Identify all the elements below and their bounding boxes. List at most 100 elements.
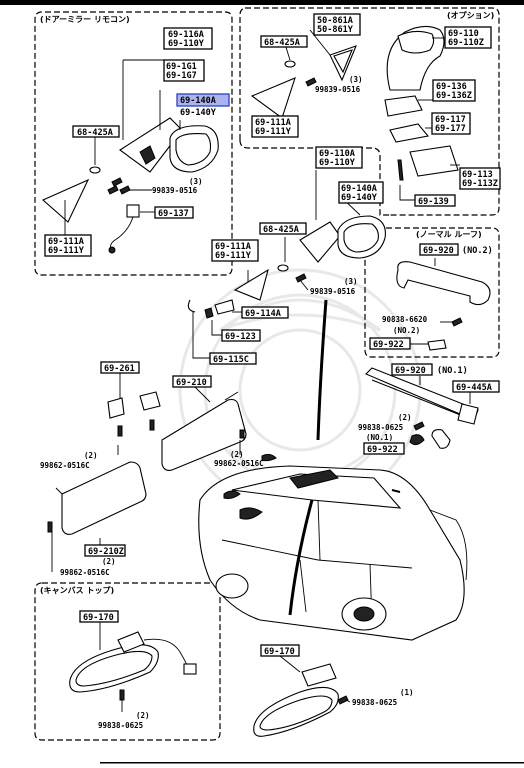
- label-69-445A: 69-445A: [452, 380, 500, 393]
- header-option: (オプション): [447, 10, 494, 20]
- screws-remote: [107, 177, 131, 195]
- label-69-170-standard: 69-170: [260, 644, 300, 657]
- mirror-base-triangle-option: [250, 77, 296, 119]
- pointer-line-upper: [316, 299, 328, 441]
- qty-visor-screw-bottom: (2): [102, 557, 116, 566]
- svg-text:69-140Y: 69-140Y: [180, 108, 217, 118]
- qty-remote-screw: (3): [189, 177, 203, 186]
- screw-90838-6620: 90838-6620: [382, 315, 428, 324]
- note-no2: (NO.2): [393, 326, 420, 335]
- svg-text:69-922: 69-922: [367, 445, 398, 455]
- svg-text:69-170: 69-170: [264, 647, 295, 657]
- car-body: [198, 434, 468, 641]
- qty-visor-screw-right: (2): [230, 450, 244, 459]
- svg-text:69-1G7: 69-1G7: [166, 71, 197, 81]
- svg-text:69-170: 69-170: [83, 613, 114, 623]
- label-69-1G1: 69-1G1 69-1G7: [163, 59, 205, 82]
- svg-text:69-137: 69-137: [158, 209, 189, 219]
- screw-99862-0516C-right: 99862-0516C: [214, 459, 264, 468]
- header-door-mirror-remote: (ドアーミラー リモコン): [40, 15, 130, 24]
- qty-visor-screw-left: (2): [84, 451, 98, 460]
- screw-99838-0625-grip: 99838-0625: [358, 423, 403, 432]
- label-69-140A-center: 69-140A 69-140Y: [338, 181, 384, 204]
- screw-99839-0516-remote: 99839-0516: [152, 186, 198, 195]
- mirror-cover-triangle-center: [233, 268, 269, 301]
- section-door-mirror-remote: [34, 11, 233, 276]
- grommet-option: [284, 60, 296, 68]
- mirror-assembly-remote: [119, 117, 219, 173]
- svg-text:69-110Y: 69-110Y: [319, 158, 356, 168]
- svg-text:69-445A: 69-445A: [456, 383, 492, 393]
- sun-visor-right: [161, 391, 247, 471]
- label-69-136: 69-136 69-136Z: [432, 79, 476, 102]
- screw-99838-0625-canvas: 99838-0625: [98, 721, 143, 730]
- label-69-111A-option: 69-111A 69-111Y: [251, 115, 299, 138]
- svg-text:69-1G1: 69-1G1: [166, 62, 197, 72]
- label-69-210Z: 69-210Z: [84, 544, 126, 557]
- svg-text:69-115C: 69-115C: [213, 355, 249, 365]
- screw-99838-0625-standard: 99838-0625: [352, 698, 397, 707]
- mirror-cover-triangle: [41, 178, 90, 223]
- screw-99862-0516C-left: 99862-0516C: [40, 461, 90, 470]
- svg-text:69-920: 69-920: [395, 366, 426, 376]
- assist-grip-no1: [365, 367, 479, 425]
- svg-text:69-261: 69-261: [104, 364, 135, 374]
- label-69-111A-remote: 69-111A 69-111Y: [44, 234, 92, 257]
- header-canvas-top: (キャンバス トップ): [40, 585, 114, 595]
- svg-text:(NO.1): (NO.1): [437, 366, 468, 376]
- remote-control-cable: [108, 204, 140, 254]
- inner-mirror-standard: [253, 663, 349, 737]
- svg-text:69-110A: 69-110A: [319, 149, 355, 159]
- option-bolt: [397, 159, 404, 181]
- visor-holder-right: [139, 391, 161, 431]
- screw-grip-no1: [413, 421, 425, 431]
- label-69-139: 69-139: [414, 194, 456, 207]
- svg-text:69-140A: 69-140A: [180, 96, 216, 106]
- svg-text:69-111A: 69-111A: [48, 237, 84, 247]
- screw-option: [305, 77, 317, 87]
- label-69-110-option: 69-110 69-110Z: [444, 26, 492, 49]
- mirror-cover-triangle-option: [329, 45, 357, 82]
- label-69-113: 69-113 69-113Z: [459, 167, 501, 190]
- option-mirror-body: [386, 25, 445, 91]
- svg-text:69-113Z: 69-113Z: [462, 179, 498, 189]
- svg-text:69-139: 69-139: [418, 197, 449, 207]
- svg-text:68-425A: 68-425A: [264, 38, 300, 48]
- qty-mirror-canvas-screw: (2): [136, 711, 150, 720]
- svg-text:68-425A: 68-425A: [77, 128, 113, 138]
- label-68-425A-center: 68-425A: [259, 222, 307, 235]
- bottom-rule: [100, 762, 524, 764]
- pointer-line-lower: [288, 499, 314, 616]
- svg-text:69-123: 69-123: [225, 332, 256, 342]
- screw-99839-0516-option: 99839-0516: [315, 85, 361, 94]
- svg-text:69-113: 69-113: [462, 170, 493, 180]
- svg-text:69-110Y: 69-110Y: [168, 39, 205, 49]
- clip-parts: [187, 299, 235, 319]
- label-69-140A-highlight[interactable]: 69-140A 69-140Y: [176, 93, 230, 118]
- option-plate: [409, 145, 459, 177]
- svg-text:69-110: 69-110: [448, 29, 479, 39]
- svg-text:69-177: 69-177: [435, 124, 466, 134]
- screw-99839-0516-center: 99839-0516: [310, 287, 356, 296]
- qty-option-screw: (3): [349, 75, 363, 84]
- label-69-170-canvas: 69-170: [79, 610, 119, 623]
- note-no1: (NO.1): [366, 433, 393, 442]
- section-option: [239, 7, 500, 216]
- section-canvas-top: [34, 582, 221, 741]
- label-69-111A-center: 69-111A 69-111Y: [211, 239, 259, 262]
- svg-text:69-111Y: 69-111Y: [48, 246, 85, 256]
- svg-text:69-140A: 69-140A: [341, 184, 377, 194]
- top-border: [0, 0, 524, 5]
- screw-grip-no2: [451, 317, 463, 327]
- section-center-mirror: [239, 139, 390, 216]
- svg-text:50-861A: 50-861A: [317, 16, 353, 26]
- mirror-assembly-manual: [299, 215, 386, 263]
- label-69-920-no1: 69-920 (NO.1): [391, 363, 468, 376]
- inner-mirror-canvas-top: [69, 631, 197, 701]
- label-68-425A-option: 68-425A: [260, 35, 308, 48]
- qty-grip-no1-screw: (2): [398, 413, 412, 422]
- option-bracket-plate: [389, 123, 430, 143]
- svg-text:69-111Y: 69-111Y: [255, 127, 292, 137]
- svg-text:69-920: 69-920: [423, 246, 454, 256]
